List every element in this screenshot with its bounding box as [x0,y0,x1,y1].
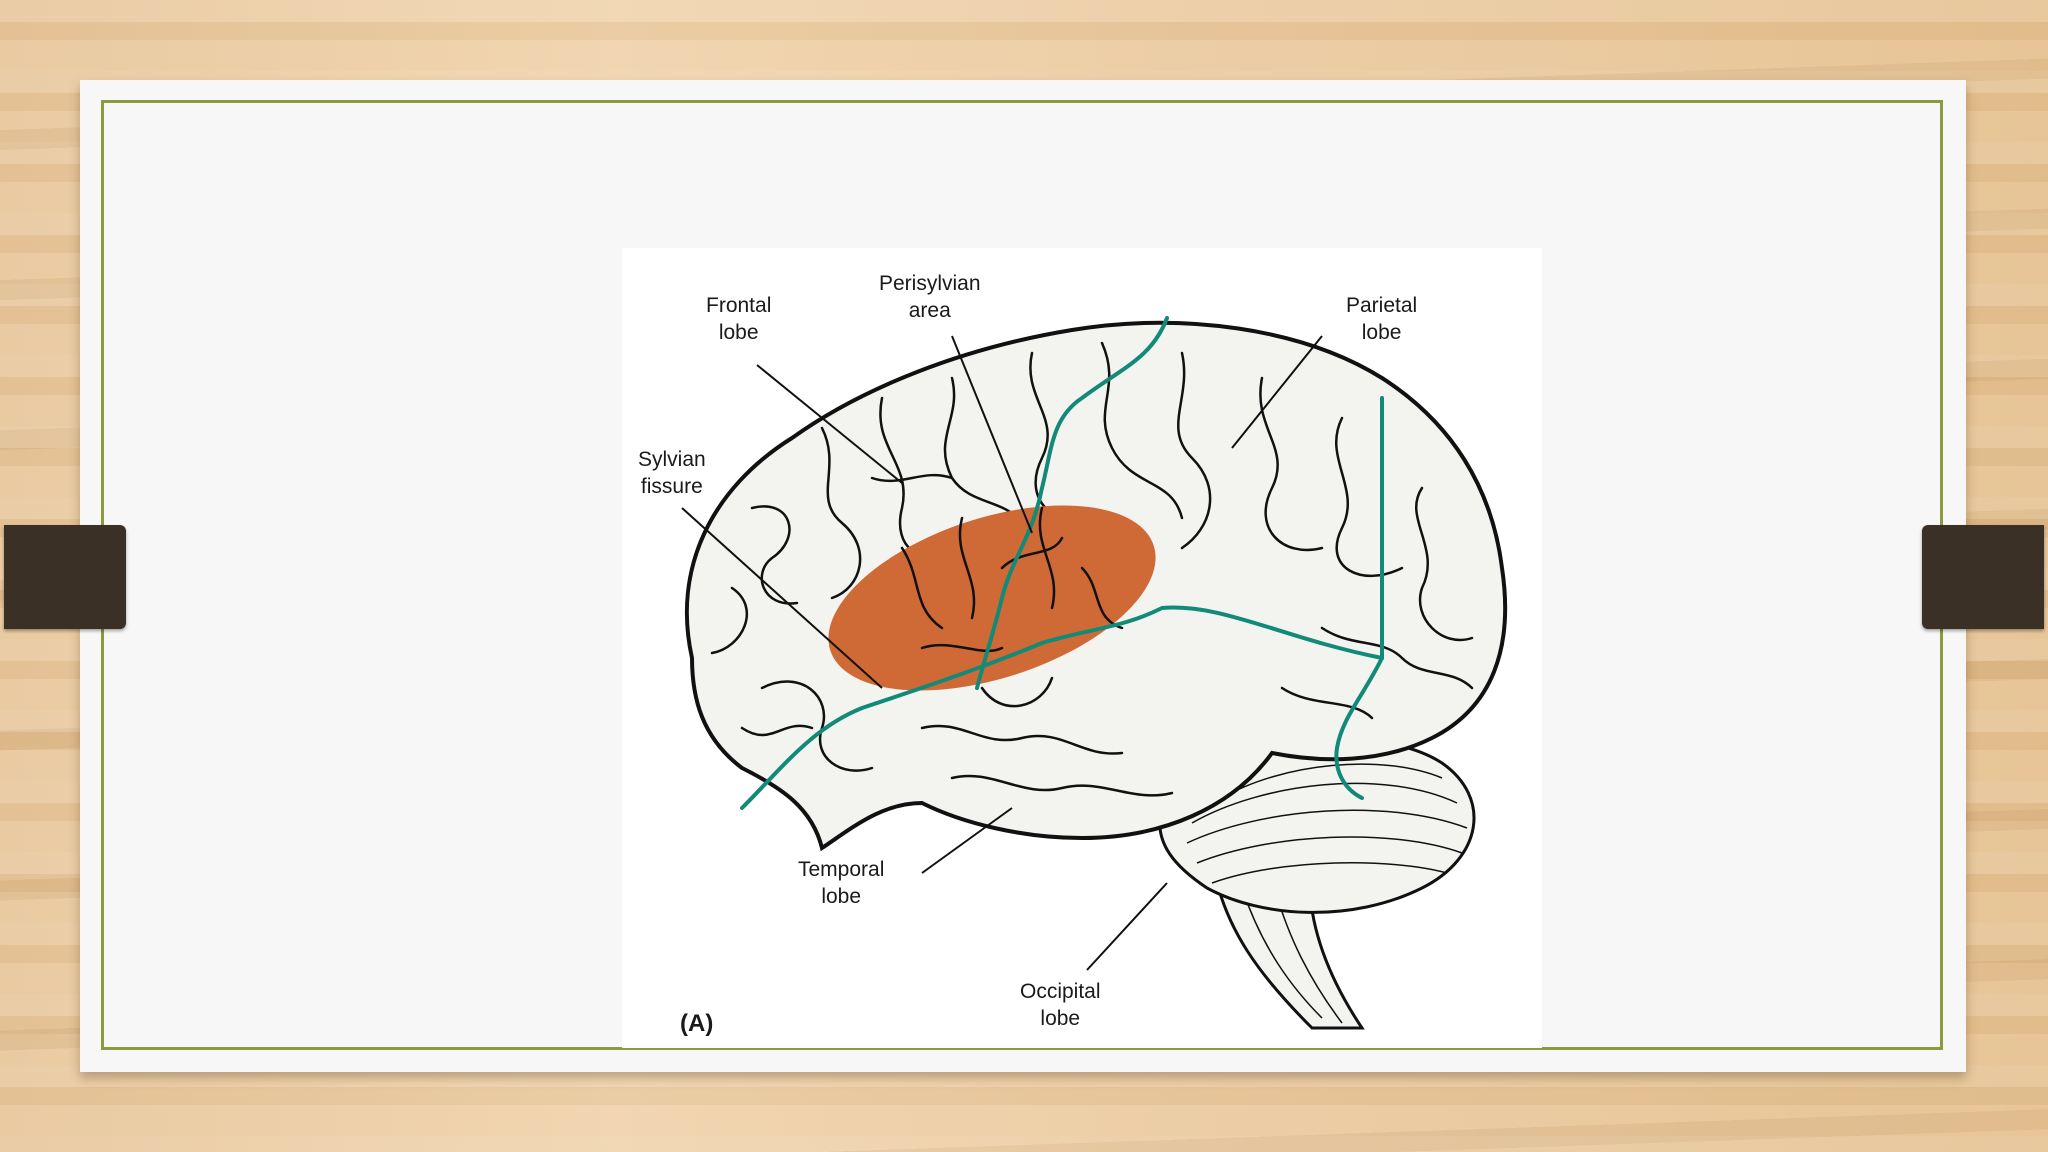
label-temporal-lobe-line-1: Temporal [798,858,885,881]
label-temporal-lobe: Temporal lobe [798,856,884,910]
label-sylvian-fissure-line-1: Sylvian [638,448,706,471]
label-parietal-lobe: Parietal lobe [1346,292,1417,346]
brain-illustration [681,316,1508,1030]
label-parietal-lobe-line-1: Parietal [1346,294,1418,317]
label-frontal-lobe-line-1: Frontal [706,294,772,317]
label-frontal-lobe-line-2: lobe [718,321,759,344]
label-sylvian-fissure: Sylvian fissure [638,446,706,500]
label-perisylvian-area: Perisylvian area [879,270,981,324]
label-temporal-lobe-line-2: lobe [821,885,862,908]
binder-tab-left [4,525,126,629]
brain-figure: Frontal lobe Perisylvian area Parietal l… [622,248,1542,1048]
binder-tab-right [1922,525,2044,629]
label-sylvian-fissure-line-2: fissure [640,475,703,498]
label-perisylvian-area-line-1: Perisylvian [879,272,981,295]
label-parietal-lobe-line-2: lobe [1361,321,1402,344]
label-perisylvian-area-line-2: area [908,299,951,322]
label-occipital-lobe-line-1: Occipital [1020,980,1101,1003]
label-frontal-lobe: Frontal lobe [706,292,771,346]
perisylvian-highlight [828,505,1156,691]
slide: Frontal lobe Perisylvian area Parietal l… [80,80,1966,1072]
label-occipital-lobe-line-2: lobe [1040,1007,1081,1030]
figure-tag: (A) [680,1010,714,1037]
label-occipital-lobe: Occipital lobe [1020,978,1101,1032]
